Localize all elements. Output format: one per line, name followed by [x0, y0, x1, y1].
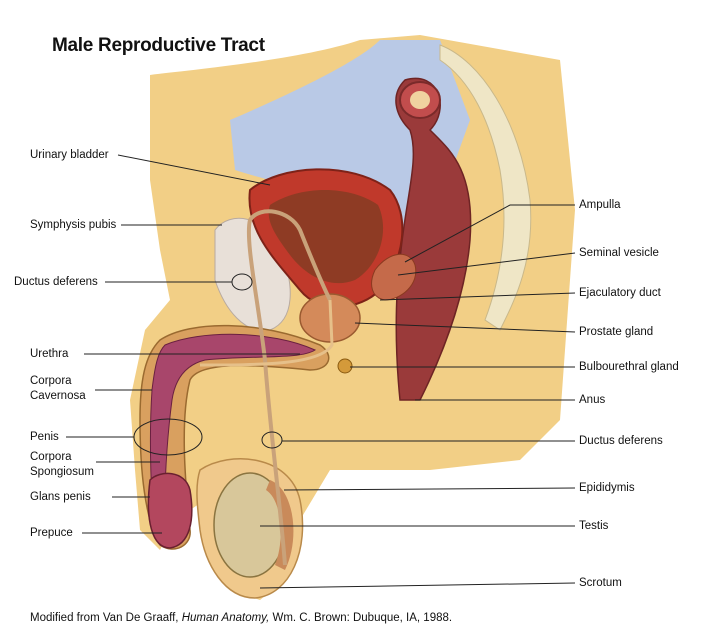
label-glans-penis: Glans penis — [30, 490, 91, 504]
label-scrotum: Scrotum — [579, 576, 622, 590]
source-credit: Modified from Van De Graaff, Human Anato… — [30, 612, 452, 624]
label-corpora-spongiosum-line1: Corpora — [30, 450, 72, 464]
label-urethra: Urethra — [30, 347, 68, 361]
label-corpora-cavernosa-line1: Corpora — [30, 374, 72, 388]
label-testis: Testis — [579, 519, 608, 533]
label-prostate-gland: Prostate gland — [579, 325, 653, 339]
label-ductus-deferens-right: Ductus deferens — [579, 434, 663, 448]
label-prepuce: Prepuce — [30, 526, 73, 540]
label-symphysis-pubis: Symphysis pubis — [30, 218, 116, 232]
label-anus: Anus — [579, 393, 605, 407]
label-bulbourethral-gland: Bulbourethral gland — [579, 360, 679, 374]
label-seminal-vesicle: Seminal vesicle — [579, 246, 659, 260]
label-penis: Penis — [30, 430, 59, 444]
label-corpora-cavernosa-line2: Cavernosa — [30, 389, 86, 403]
label-ductus-deferens-left: Ductus deferens — [14, 275, 98, 289]
label-ampulla: Ampulla — [579, 198, 621, 212]
label-urinary-bladder: Urinary bladder — [30, 148, 109, 162]
credit-suffix: Wm. C. Brown: Dubuque, IA, 1988. — [269, 612, 452, 624]
label-corpora-spongiosum-line2: Spongiosum — [30, 465, 94, 479]
glans-penis — [148, 473, 191, 548]
label-epididymis: Epididymis — [579, 481, 635, 495]
bulbourethral-gland — [338, 359, 352, 373]
credit-prefix: Modified from Van De Graaff, — [30, 612, 182, 624]
label-ejaculatory-duct: Ejaculatory duct — [579, 286, 661, 300]
credit-book-title: Human Anatomy, — [182, 612, 270, 624]
